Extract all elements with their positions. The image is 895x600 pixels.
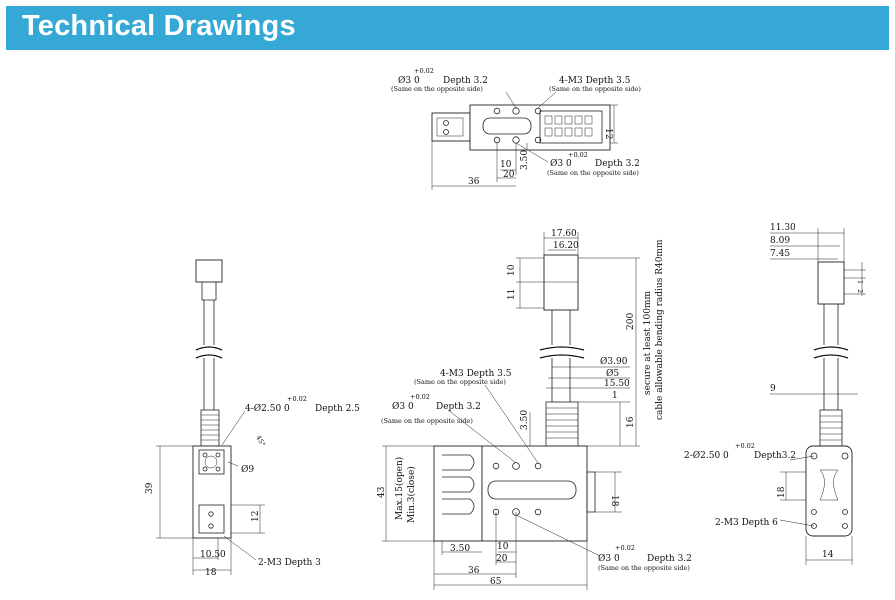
svg-text:65: 65 (490, 577, 502, 587)
svg-text:11: 11 (507, 289, 517, 300)
svg-text:18: 18 (777, 486, 787, 498)
svg-text:10: 10 (507, 264, 517, 276)
svg-text:(Same on the opposite side): (Same on the opposite side) (598, 564, 690, 572)
svg-text:3.50: 3.50 (520, 410, 530, 430)
svg-text:1: 1 (856, 280, 864, 284)
svg-text:4-M3 Depth 3.5: 4-M3 Depth 3.5 (559, 76, 631, 86)
svg-text:18: 18 (609, 495, 619, 507)
svg-text:+0.02: +0.02 (410, 393, 430, 401)
svg-text:39: 39 (145, 482, 155, 494)
svg-text:43: 43 (377, 486, 387, 498)
center-view (382, 232, 640, 590)
svg-text:(Same on the opposite side): (Same on the opposite side) (549, 85, 641, 93)
svg-text:12: 12 (603, 128, 613, 139)
svg-text:4-M3 Depth 3.5: 4-M3 Depth 3.5 (440, 369, 512, 379)
svg-text:45°: 45° (254, 434, 267, 448)
svg-text:2-M3 Depth 3: 2-M3 Depth 3 (258, 558, 321, 568)
svg-text:10.50: 10.50 (200, 550, 226, 560)
svg-text:3.50: 3.50 (450, 544, 470, 554)
svg-text:+0.02: +0.02 (615, 544, 635, 552)
right-view (770, 228, 866, 565)
svg-text:15.50: 15.50 (604, 379, 630, 389)
svg-text:10: 10 (500, 160, 512, 170)
svg-text:Min.3(close): Min.3(close) (406, 466, 417, 523)
svg-text:7.45: 7.45 (770, 249, 790, 259)
svg-text:14: 14 (822, 550, 834, 560)
svg-text:10: 10 (497, 542, 509, 552)
svg-text:36: 36 (468, 566, 480, 576)
svg-text:36: 36 (468, 177, 480, 187)
svg-text:Depth 3.2: Depth 3.2 (647, 554, 692, 564)
top-view-labels: +0.02 Ø3 0 Depth 3.2 (Same on the opposi… (391, 67, 641, 187)
svg-text:+0.02: +0.02 (735, 442, 755, 450)
svg-text:Depth 3.2: Depth 3.2 (595, 159, 640, 169)
svg-text:2-Ø2.50 0: 2-Ø2.50 0 (684, 450, 729, 461)
svg-text:+0.02: +0.02 (414, 67, 434, 75)
svg-text:12: 12 (251, 511, 261, 522)
svg-text:Ø3 0: Ø3 0 (392, 401, 414, 412)
svg-text:3.50: 3.50 (520, 150, 530, 170)
svg-text:Ø3 0: Ø3 0 (550, 158, 572, 169)
svg-text:Ø3 0: Ø3 0 (598, 553, 620, 564)
top-view (431, 91, 618, 190)
svg-text:18: 18 (205, 568, 217, 578)
svg-text:17.60: 17.60 (551, 229, 577, 239)
page-title: Technical Drawings (22, 10, 296, 42)
svg-text:Ø9: Ø9 (241, 464, 254, 475)
svg-text:1: 1 (612, 391, 618, 401)
svg-text:2: 2 (856, 289, 864, 293)
svg-text:Depth 3.2: Depth 3.2 (436, 402, 481, 412)
svg-text:(Same on the opposite side): (Same on the opposite side) (381, 417, 473, 425)
svg-text:9: 9 (770, 384, 776, 394)
right-view-labels: 11.30 8.09 7.45 1 2 9 +0.02 2-Ø2.50 0 De… (684, 223, 864, 560)
svg-text:Depth 2.5: Depth 2.5 (315, 404, 360, 414)
left-view (156, 259, 265, 575)
svg-text:200: 200 (626, 313, 636, 330)
svg-text:secure at least 100mm: secure at least 100mm (643, 291, 653, 395)
svg-text:Max.15(open): Max.15(open) (394, 457, 405, 520)
left-view-labels: +0.02 4-Ø2.50 0 Depth 2.5 45° Ø9 39 12 1… (145, 395, 360, 578)
title-banner: Technical Drawings (6, 6, 889, 50)
svg-text:(Same on the opposite side): (Same on the opposite side) (391, 85, 483, 93)
svg-text:Depth3.2: Depth3.2 (754, 451, 796, 461)
svg-text:20: 20 (496, 554, 508, 564)
center-view-labels: 17.60 16.20 10 11 200 secure at least 10… (377, 229, 692, 587)
svg-text:cable allowable bending radius: cable allowable bending radius R40mm (655, 239, 665, 420)
svg-text:+0.02: +0.02 (287, 395, 307, 403)
svg-text:20: 20 (503, 170, 515, 180)
svg-text:(Same on the opposite side): (Same on the opposite side) (414, 378, 506, 386)
svg-text:11.30: 11.30 (770, 223, 796, 233)
svg-text:16.20: 16.20 (553, 241, 579, 251)
svg-text:Ø3.90: Ø3.90 (600, 356, 628, 367)
svg-text:8.09: 8.09 (770, 236, 790, 246)
svg-text:+0.02: +0.02 (568, 151, 588, 159)
svg-text:Ø3 0: Ø3 0 (398, 75, 420, 86)
svg-text:2-M3 Depth 6: 2-M3 Depth 6 (715, 518, 778, 528)
svg-text:Ø5: Ø5 (606, 368, 619, 379)
svg-text:4-Ø2.50 0: 4-Ø2.50 0 (245, 403, 290, 414)
svg-text:Depth 3.2: Depth 3.2 (443, 76, 488, 86)
svg-text:16: 16 (626, 416, 636, 428)
svg-text:(Same on the opposite side): (Same on the opposite side) (547, 169, 639, 177)
